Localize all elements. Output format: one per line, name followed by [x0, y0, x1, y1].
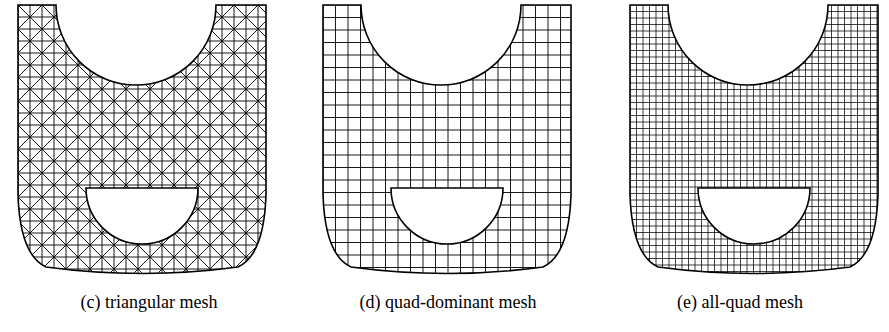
mesh-lines: [18, 5, 270, 281]
caption: (d) quad-dominant mesh: [303, 292, 593, 313]
domain-outline: [630, 5, 878, 274]
caption: (c) triangular mesh: [4, 292, 294, 313]
mesh-lines: [323, 5, 573, 277]
caption: (e) all-quad mesh: [595, 292, 885, 313]
quad-dominant-mesh: [323, 5, 573, 277]
mesh-lines: [630, 5, 880, 277]
triangular-mesh: [18, 5, 270, 281]
domain-outline: [323, 5, 571, 274]
all-quad-mesh: [630, 5, 880, 277]
domain-outline: [18, 5, 266, 274]
